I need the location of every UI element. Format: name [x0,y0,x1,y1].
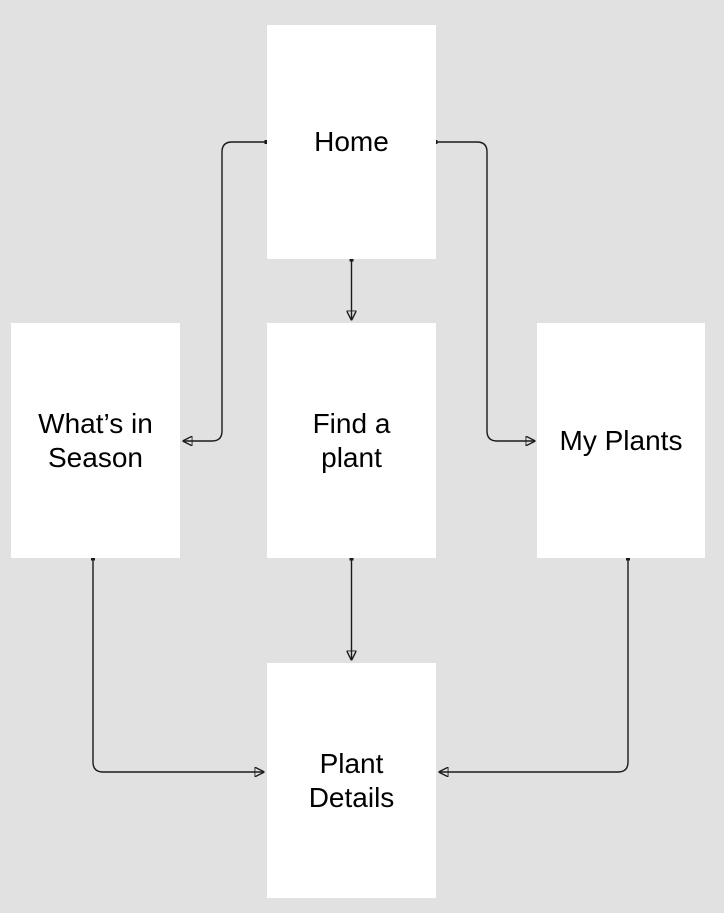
connector-home-to-whats-in-season [184,141,267,441]
node-my-plants[interactable]: My Plants [537,323,705,558]
connector-my-plants-to-plant-details [440,558,629,772]
node-find-a-plant[interactable]: Find a plant [267,323,436,558]
node-whats-in-season[interactable]: What’s in Season [11,323,180,558]
node-find-a-plant-label: Find a plant [312,407,391,473]
node-plant-details[interactable]: Plant Details [267,663,436,898]
node-plant-details-label: Plant Details [308,747,395,813]
node-whats-in-season-label: What’s in Season [38,407,153,473]
node-home[interactable]: Home [267,25,436,259]
connector-whats-in-season-to-plant-details [92,558,263,772]
node-my-plants-label: My Plants [559,424,683,456]
node-home-label: Home [314,126,389,157]
connector-home-to-my-plants [436,141,534,441]
